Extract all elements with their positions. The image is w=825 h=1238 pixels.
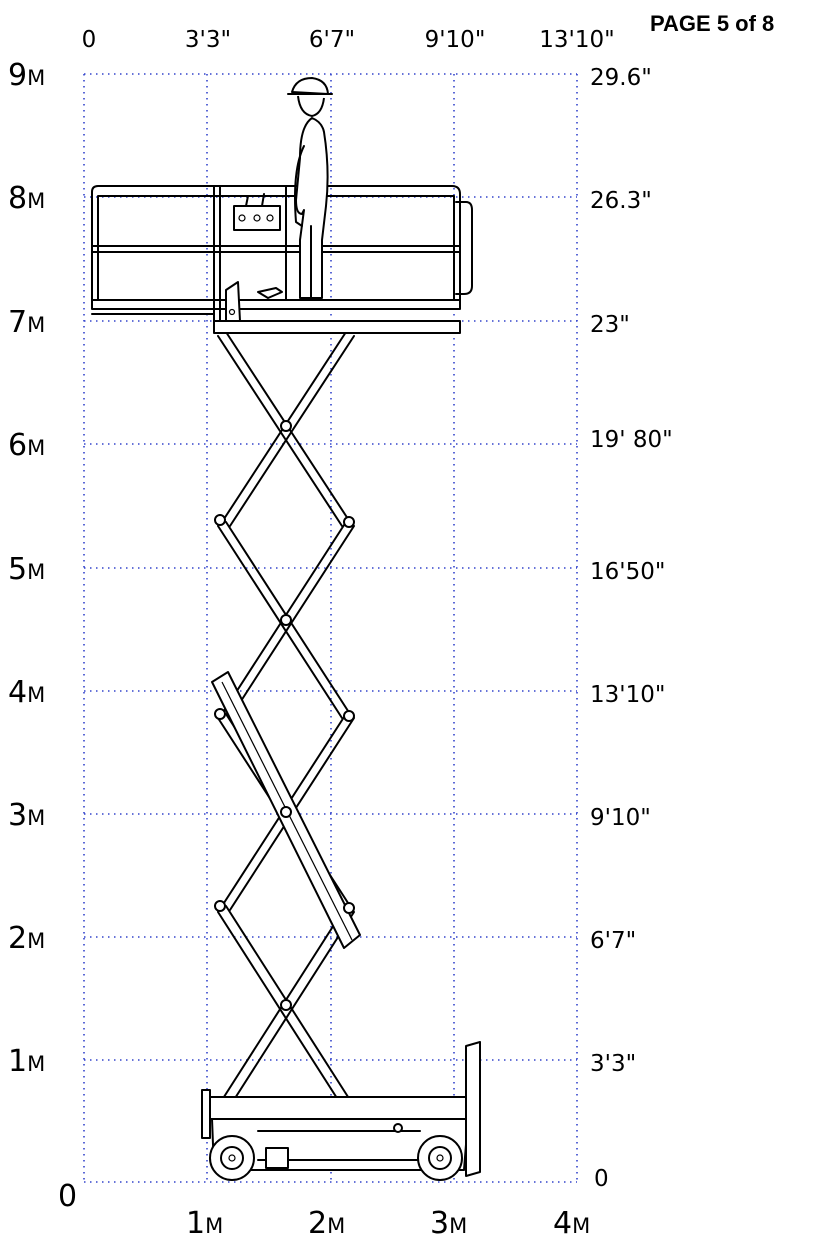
right-label-8: 3'3" bbox=[590, 1051, 636, 1077]
right-label-5: 13'10" bbox=[590, 682, 665, 708]
right-label-7: 6'7" bbox=[590, 928, 636, 954]
scissor-arms bbox=[211, 331, 361, 1107]
right-label-2: 23" bbox=[590, 312, 630, 338]
right-label-0: 29.6" bbox=[590, 65, 652, 91]
right-axis: 29.6" 26.3" 23" 19' 80" 16'50" 13'10" 9'… bbox=[590, 65, 673, 1192]
top-label-1: 3'3" bbox=[185, 27, 231, 53]
top-label-2: 6'7" bbox=[309, 27, 355, 53]
work-platform bbox=[91, 185, 473, 334]
pivot-pins bbox=[214, 420, 355, 1011]
top-label-0: 0 bbox=[82, 27, 97, 53]
bottom-label-4m: 4M bbox=[553, 1206, 590, 1238]
left-label-4m: 4M bbox=[8, 675, 45, 710]
origin-label: 0 bbox=[58, 1179, 77, 1214]
right-label-9: 0 bbox=[594, 1166, 609, 1192]
top-label-3: 9'10" bbox=[425, 27, 486, 53]
chassis bbox=[201, 1041, 481, 1177]
scissor-lift bbox=[91, 77, 481, 1181]
right-label-3: 19' 80" bbox=[590, 427, 673, 453]
wheels bbox=[209, 1135, 463, 1181]
right-label-6: 9'10" bbox=[590, 805, 651, 831]
page-label: PAGE 5 of 8 bbox=[650, 11, 774, 36]
left-label-6m: 6M bbox=[8, 428, 45, 463]
bottom-label-3m: 3M bbox=[430, 1206, 467, 1238]
bottom-label-1m: 1M bbox=[186, 1206, 223, 1238]
top-label-4: 13'10" bbox=[539, 27, 614, 53]
top-axis: 0 3'3" 6'7" 9'10" 13'10" bbox=[82, 27, 615, 53]
right-label-1: 26.3" bbox=[590, 188, 652, 214]
left-label-7m: 7M bbox=[8, 305, 45, 340]
dimension-grid bbox=[83, 73, 578, 1183]
left-label-3m: 3M bbox=[8, 798, 45, 833]
bottom-axis: 1M 2M 3M 4M bbox=[186, 1206, 590, 1238]
bottom-label-2m: 2M bbox=[308, 1206, 345, 1238]
left-label-2m: 2M bbox=[8, 921, 45, 956]
left-label-8m: 8M bbox=[8, 181, 45, 216]
operator-figure bbox=[287, 77, 333, 299]
left-label-9m: 9M bbox=[8, 58, 45, 93]
left-label-5m: 5M bbox=[8, 552, 45, 587]
right-label-4: 16'50" bbox=[590, 559, 665, 585]
left-axis: 9M 8M 7M 6M 5M 4M 3M 2M 1M 0 bbox=[8, 58, 77, 1214]
left-label-1m: 1M bbox=[8, 1044, 45, 1079]
